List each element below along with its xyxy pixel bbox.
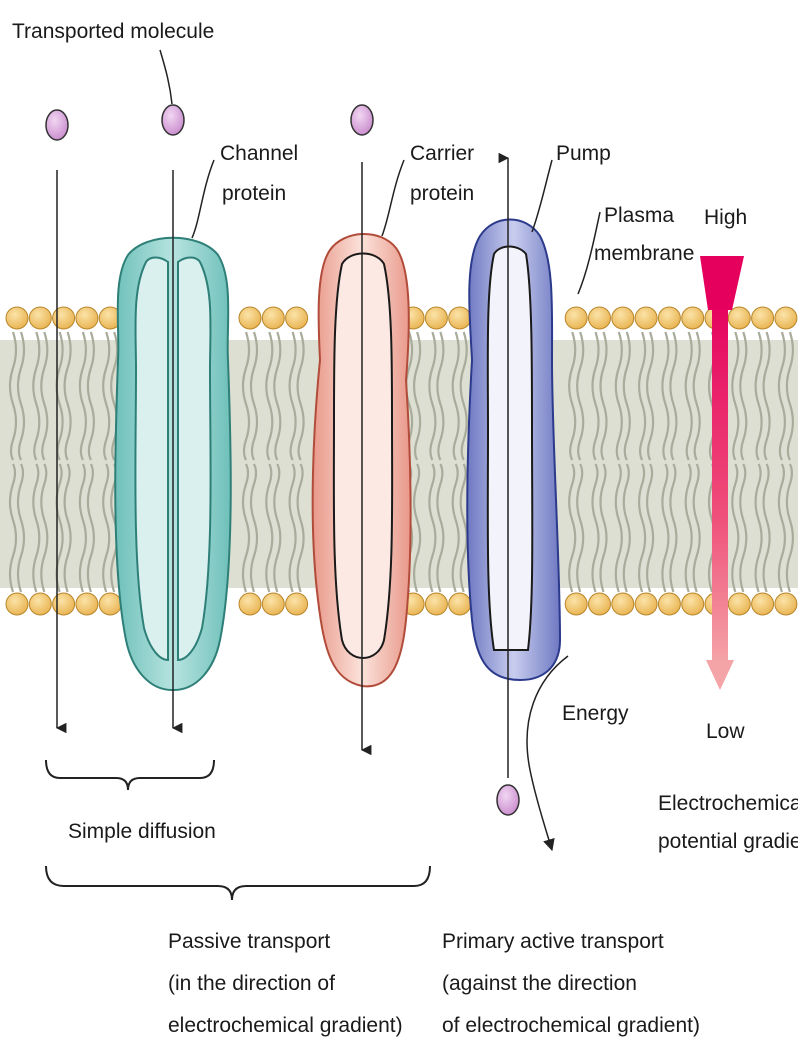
leader-carrier-protein <box>382 160 404 236</box>
lipid-head <box>262 307 284 329</box>
label-channel-protein-line2: protein <box>222 182 286 205</box>
lipid-head <box>53 593 75 615</box>
label-primary-active-transport-line1: Primary active transport <box>442 930 664 953</box>
label-plasma-membrane: Plasma membrane <box>594 204 694 265</box>
energy-arrow <box>527 656 568 850</box>
label-electrochemical-gradient: Electrochemical potential gradient <box>658 792 798 853</box>
molecule-simple-diffusion <box>46 110 68 140</box>
label-carrier-protein: Carrier protein <box>410 142 480 205</box>
lipid-head <box>449 307 471 329</box>
molecule-carrier <box>351 105 373 135</box>
lipid-head <box>286 593 308 615</box>
label-passive-transport: Passive transport (in the direction of e… <box>168 930 403 1037</box>
leader-transported-molecule <box>160 50 172 104</box>
molecule-pump <box>497 785 519 815</box>
molecule-channel <box>162 105 184 135</box>
lipid-head <box>752 593 774 615</box>
label-high: High <box>704 206 747 229</box>
label-energy: Energy <box>562 702 629 725</box>
lipid-head <box>775 593 797 615</box>
label-passive-transport-line3: electrochemical gradient) <box>168 1014 403 1037</box>
label-simple-diffusion: Simple diffusion <box>68 820 216 843</box>
leader-channel-protein <box>192 160 214 238</box>
label-carrier-protein-line2: protein <box>410 182 474 205</box>
lipid-head <box>728 593 750 615</box>
lipid-head <box>612 307 634 329</box>
lipid-head <box>682 593 704 615</box>
lipid-head <box>682 307 704 329</box>
lipid-head <box>658 593 680 615</box>
brace-simple-diffusion <box>46 760 214 790</box>
label-pump: Pump <box>556 142 611 165</box>
leader-pump <box>532 160 552 232</box>
label-electrochemical-gradient-line2: potential gradient <box>658 830 798 853</box>
lipid-head <box>6 307 28 329</box>
lipid-head <box>6 593 28 615</box>
pump-protein <box>467 220 560 681</box>
label-plasma-membrane-line1: Plasma <box>604 204 674 227</box>
label-passive-transport-line1: Passive transport <box>168 930 330 953</box>
lipid-head <box>239 307 261 329</box>
lipid-head <box>589 593 611 615</box>
lipid-head <box>76 593 98 615</box>
lipid-head <box>425 307 447 329</box>
lipid-head <box>29 307 51 329</box>
lipid-head <box>635 307 657 329</box>
label-electrochemical-gradient-line1: Electrochemical <box>658 792 798 815</box>
lipid-head <box>239 593 261 615</box>
lipid-head <box>612 593 634 615</box>
lipid-head <box>99 593 121 615</box>
lipid-head <box>425 593 447 615</box>
lipid-head <box>76 307 98 329</box>
lipid-head <box>752 307 774 329</box>
lipid-head <box>262 593 284 615</box>
label-channel-protein-line1: Channel <box>220 142 298 165</box>
lipid-head <box>775 307 797 329</box>
lipid-head <box>29 593 51 615</box>
brace-passive-transport <box>46 866 430 900</box>
lipid-head <box>286 307 308 329</box>
label-primary-active-transport-line3: of electrochemical gradient) <box>442 1014 700 1037</box>
label-primary-active-transport: Primary active transport (against the di… <box>442 930 700 1037</box>
label-primary-active-transport-line2: (against the direction <box>442 972 637 995</box>
label-carrier-protein-line1: Carrier <box>410 142 474 165</box>
label-plasma-membrane-line2: membrane <box>594 242 694 265</box>
lipid-head <box>658 307 680 329</box>
lipid-head <box>589 307 611 329</box>
lipid-head <box>449 593 471 615</box>
lipid-head <box>565 307 587 329</box>
lipid-head <box>565 593 587 615</box>
lipid-head <box>728 307 750 329</box>
label-low: Low <box>706 720 745 743</box>
label-passive-transport-line2: (in the direction of <box>168 972 335 995</box>
lipid-head <box>635 593 657 615</box>
label-transported-molecule: Transported molecule <box>12 20 214 43</box>
lipid-head <box>53 307 75 329</box>
label-channel-protein: Channel protein <box>220 142 304 205</box>
